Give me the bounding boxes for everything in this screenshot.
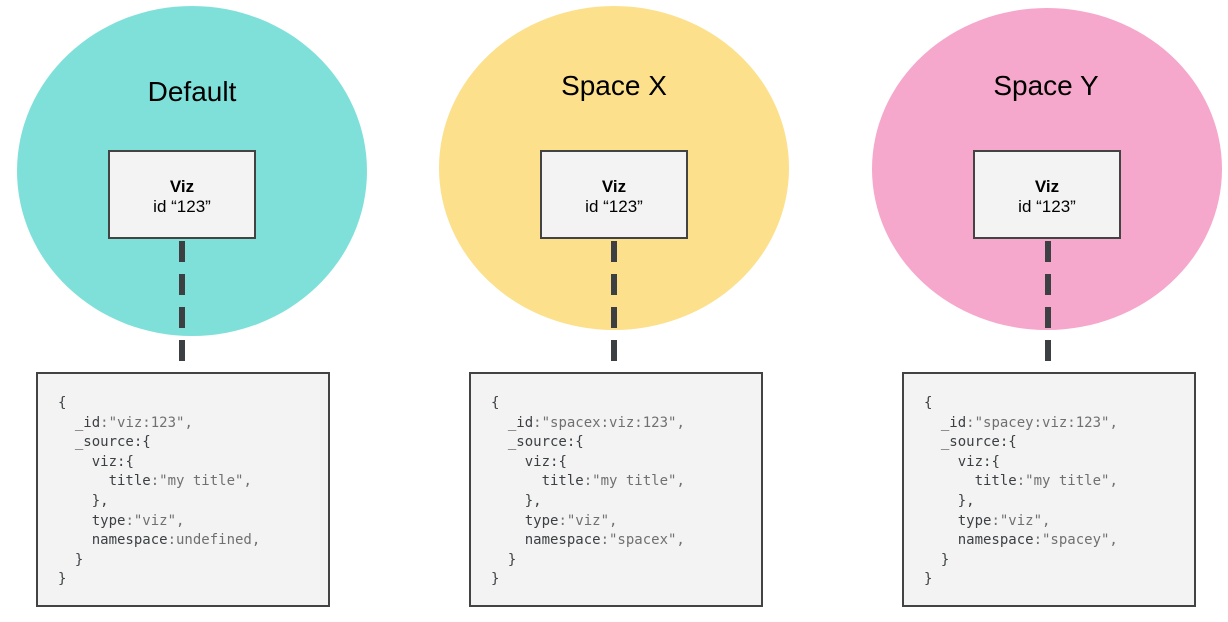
code-line: _source:{ xyxy=(940,434,1017,451)
saved-object-document: { _id:"spacex:viz:123", _source:{ viz:{ … xyxy=(469,372,763,607)
viz-id: id “123” xyxy=(1018,197,1076,216)
source-key: _source xyxy=(507,434,567,451)
space-default: Default Viz id “123” { _id:"viz:123", _s… xyxy=(0,0,392,622)
code-line: viz:{ xyxy=(91,453,134,470)
code-line: _source:{ xyxy=(74,434,151,451)
code-line: title:"my title", xyxy=(924,472,1194,492)
viz-key: viz xyxy=(91,453,118,470)
space-title: Space Y xyxy=(993,70,1099,101)
title-key: title xyxy=(974,473,1017,490)
title-value: :"my title", xyxy=(1016,473,1118,490)
id-value: :"spacex:viz:123", xyxy=(533,414,685,431)
code-line: } xyxy=(491,571,500,588)
type-key: type xyxy=(957,512,992,529)
viz-object-box: Viz id “123” xyxy=(973,150,1121,239)
type-value: :"viz", xyxy=(558,512,618,529)
code-line: } xyxy=(940,551,950,568)
viz-object-box: Viz id “123” xyxy=(108,150,256,239)
code-line: _source:{ xyxy=(507,434,584,451)
namespace-key: namespace xyxy=(957,532,1034,549)
source-key: _source xyxy=(74,434,134,451)
source-key: _source xyxy=(940,434,1000,451)
code-line: _id:"spacex:viz:123", xyxy=(491,414,761,434)
type-key: type xyxy=(91,512,126,529)
space-title: Default xyxy=(147,76,237,107)
code-line: { xyxy=(924,395,933,411)
namespace-key: namespace xyxy=(91,532,168,549)
id-key: _id xyxy=(74,414,101,431)
code-line: namespace:"spacex", xyxy=(491,531,761,551)
namespace-value: :"spacex", xyxy=(600,532,685,549)
code-line: } xyxy=(924,571,933,588)
id-value: :"spacey:viz:123", xyxy=(966,414,1118,431)
space-y: Space Y Viz id “123” { _id:"spacey:viz:1… xyxy=(828,0,1228,622)
viz-key: viz xyxy=(957,453,984,470)
code-line: title:"my title", xyxy=(491,472,761,492)
namespace-key: namespace xyxy=(524,532,601,549)
code-line: }, xyxy=(524,492,542,509)
title-value: :"my title", xyxy=(583,473,685,490)
viz-id: id “123” xyxy=(585,197,643,216)
code-line: _id:"spacey:viz:123", xyxy=(924,414,1194,434)
title-value: :"my title", xyxy=(150,473,252,490)
viz-key: viz xyxy=(524,453,551,470)
dashed-connector xyxy=(611,241,617,371)
code-line: } xyxy=(507,551,517,568)
dashed-connector xyxy=(179,241,185,371)
code-line: title:"my title", xyxy=(58,472,328,492)
space-title: Space X xyxy=(561,70,667,101)
namespace-value: :"spacey", xyxy=(1033,532,1118,549)
code-line: namespace:"spacey", xyxy=(924,531,1194,551)
namespace-value: :undefined, xyxy=(167,532,261,549)
code-line: _id:"viz:123", xyxy=(58,414,328,434)
code-line: viz:{ xyxy=(524,453,567,470)
id-key: _id xyxy=(507,414,534,431)
code-line: } xyxy=(58,571,67,588)
viz-object-box: Viz id “123” xyxy=(540,150,688,239)
title-key: title xyxy=(541,473,584,490)
type-value: :"viz", xyxy=(125,512,185,529)
viz-title: Viz xyxy=(601,177,627,196)
code-line: namespace:undefined, xyxy=(58,531,328,551)
code-line: viz:{ xyxy=(957,453,1000,470)
space-x: Space X Viz id “123” { _id:"spacex:viz:1… xyxy=(414,0,814,622)
code-line: { xyxy=(58,395,67,411)
id-value: :"viz:123", xyxy=(100,414,193,431)
dashed-connector xyxy=(1045,241,1051,371)
code-line: { xyxy=(491,395,500,411)
saved-object-document: { _id:"viz:123", _source:{ viz:{ title:"… xyxy=(36,372,330,607)
viz-title: Viz xyxy=(169,177,195,196)
code-line: }, xyxy=(957,492,975,509)
code-line: type:"viz", xyxy=(924,512,1194,532)
saved-object-document: { _id:"spacey:viz:123", _source:{ viz:{ … xyxy=(902,372,1196,607)
code-line: type:"viz", xyxy=(491,512,761,532)
viz-id: id “123” xyxy=(153,197,211,216)
code-line: }, xyxy=(91,492,109,509)
type-key: type xyxy=(524,512,559,529)
code-line: type:"viz", xyxy=(58,512,328,532)
type-value: :"viz", xyxy=(991,512,1051,529)
viz-title: Viz xyxy=(1034,177,1060,196)
title-key: title xyxy=(108,473,151,490)
id-key: _id xyxy=(940,414,967,431)
code-line: } xyxy=(74,551,84,568)
